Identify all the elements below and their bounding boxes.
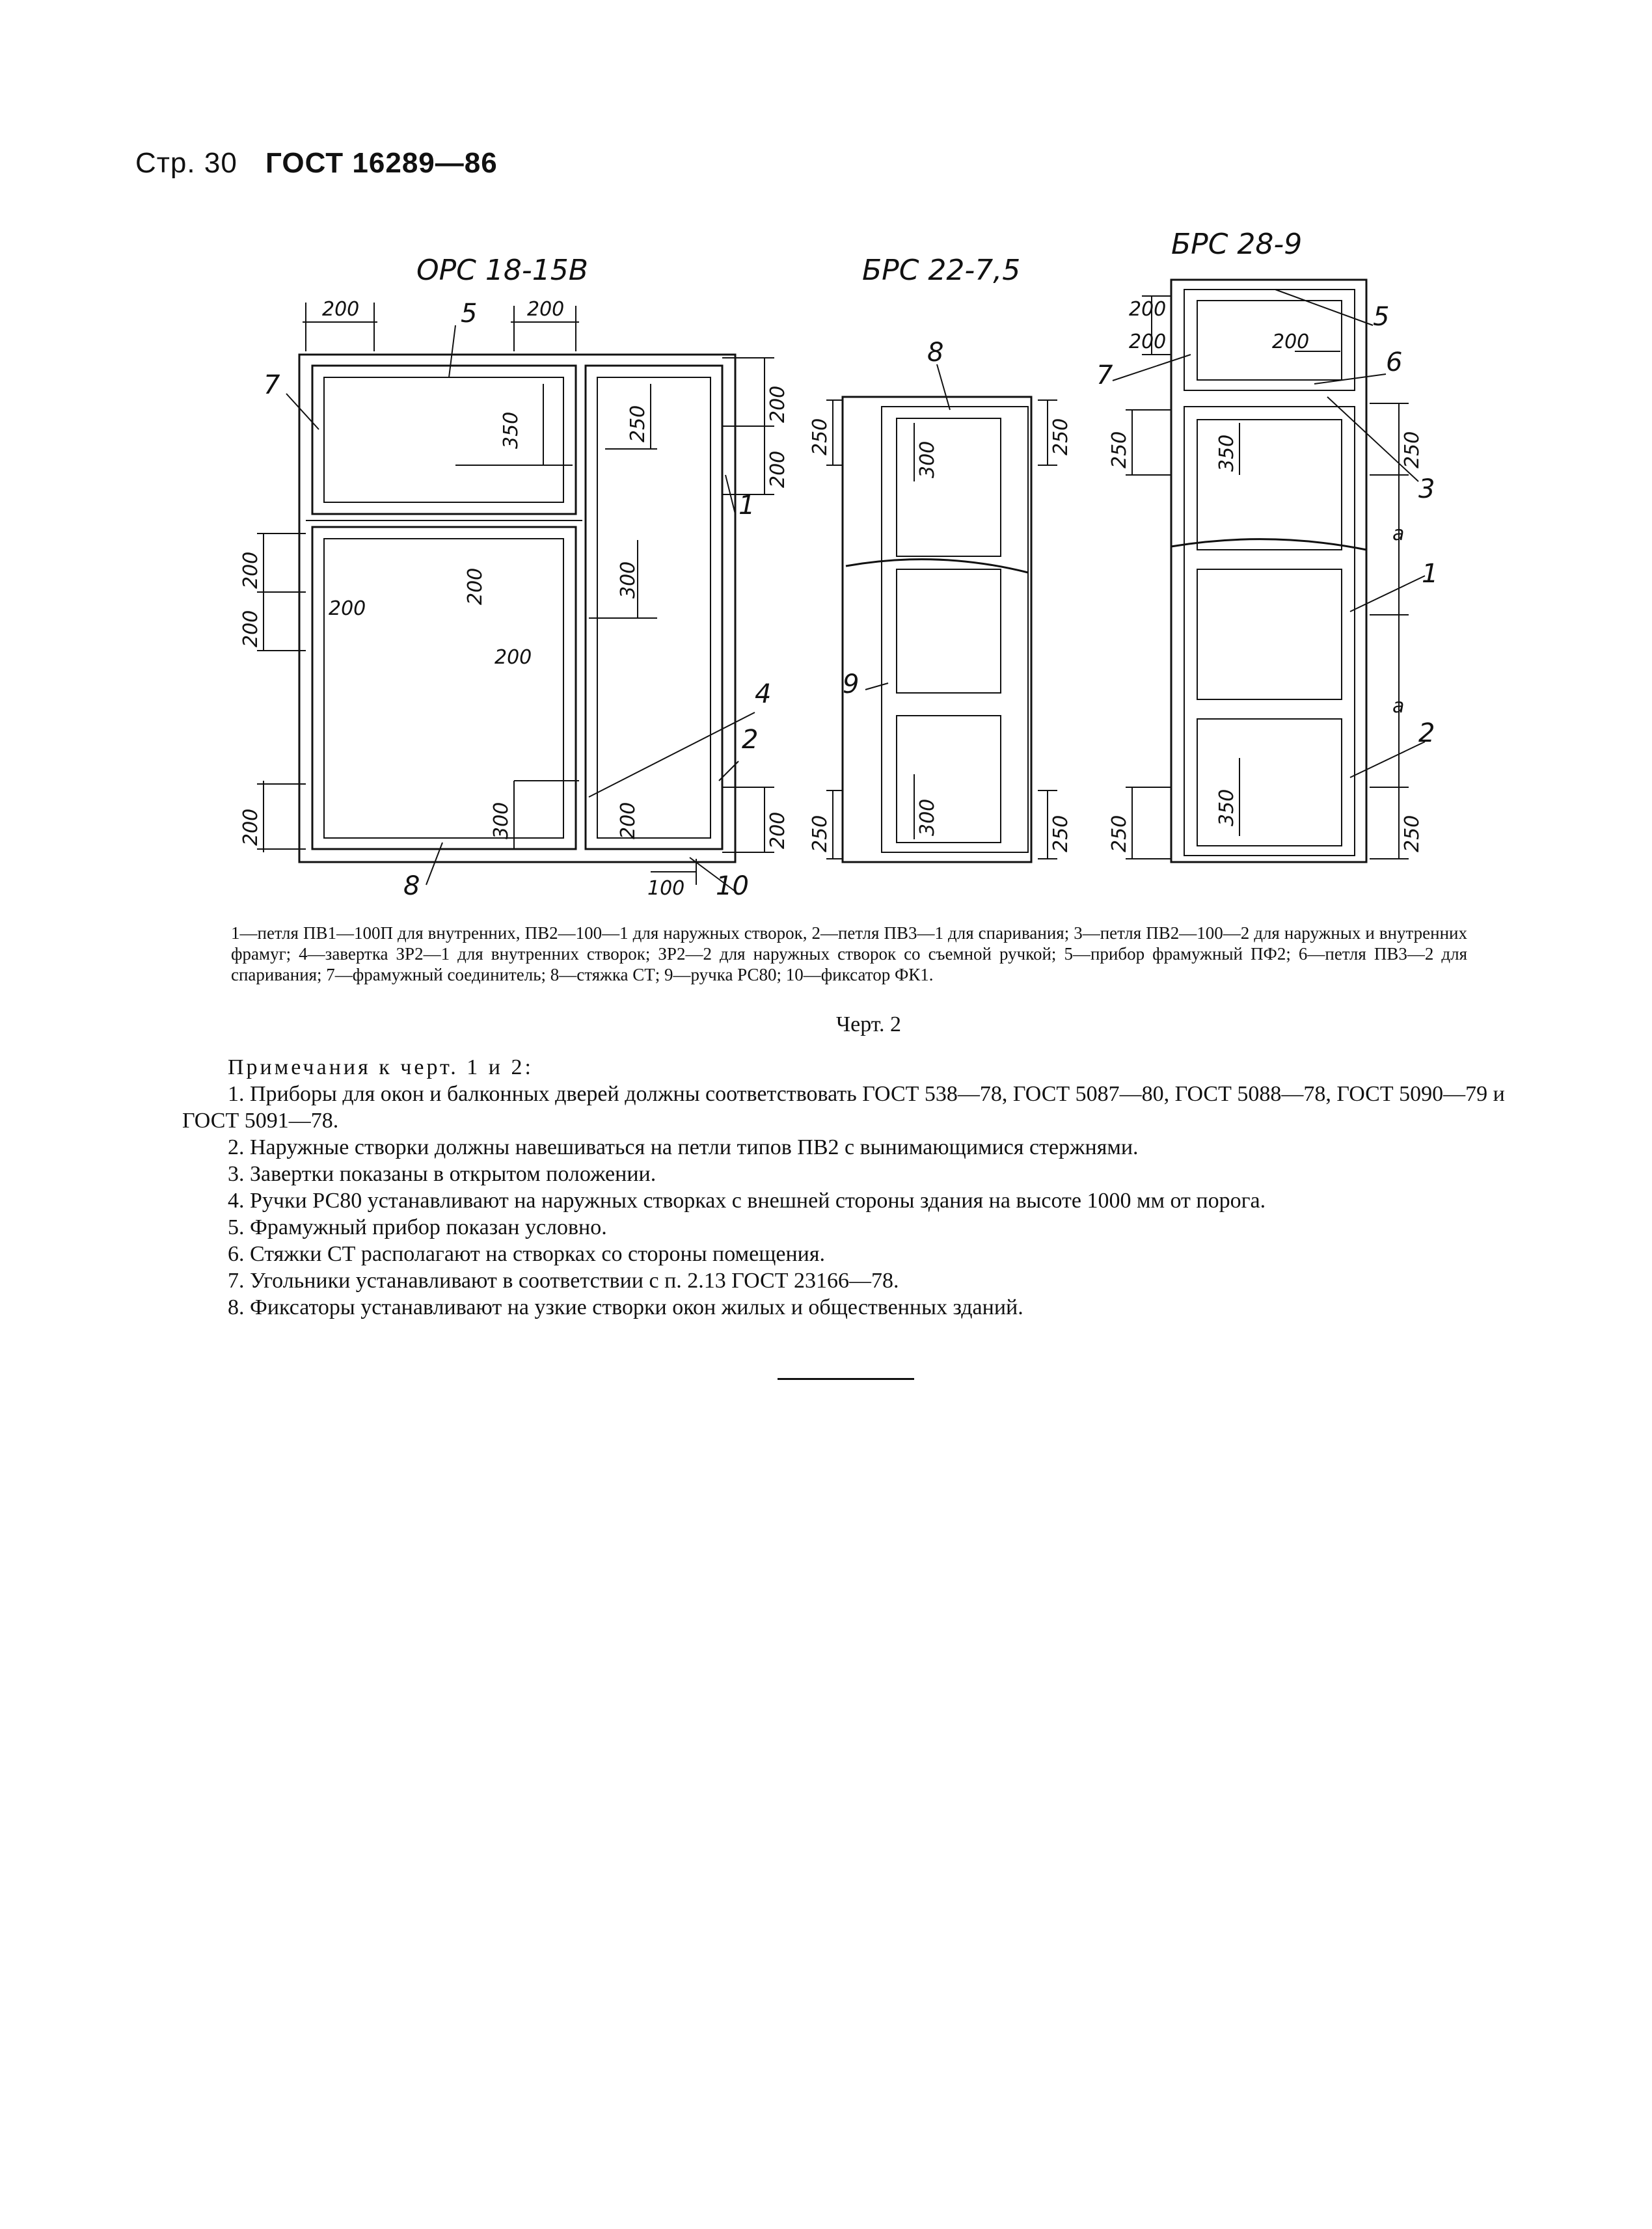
dim-label: 200 bbox=[527, 298, 564, 321]
dim-label: 200 bbox=[617, 802, 640, 839]
dim-label: 100 bbox=[647, 877, 684, 900]
dim-label: а bbox=[1392, 522, 1404, 545]
callout-8: 8 bbox=[927, 338, 943, 368]
notes-heading: Примечания к черт. 1 и 2: bbox=[228, 1055, 534, 1079]
dim-label: 250 bbox=[809, 815, 832, 852]
callout-1: 1 bbox=[738, 491, 755, 520]
dim-label: 200 bbox=[239, 610, 262, 647]
standard-number: ГОСТ 16289—86 bbox=[265, 147, 498, 179]
dim-label: 200 bbox=[322, 298, 359, 321]
dim-label: 350 bbox=[1215, 435, 1238, 472]
note-item: 1. Приборы для окон и балконных дверей д… bbox=[182, 1082, 1505, 1133]
callout-8: 8 bbox=[403, 871, 420, 901]
figure-caption: Черт. 2 bbox=[836, 1012, 902, 1036]
note-item: 3. Завертки показаны в открытом положени… bbox=[228, 1162, 657, 1186]
dim-label: 200 bbox=[239, 809, 262, 846]
dim-label: 200 bbox=[1129, 298, 1166, 321]
dim-label: 200 bbox=[329, 597, 366, 620]
dim-label: 250 bbox=[1049, 418, 1072, 455]
callout-2: 2 bbox=[742, 725, 758, 755]
drawing-title-right: БРС 28-9 bbox=[1171, 228, 1302, 261]
dim-label: 350 bbox=[1215, 789, 1238, 826]
dim-label: 300 bbox=[916, 441, 939, 478]
drawing-brs-door-2 bbox=[1112, 278, 1426, 863]
legend-text: 1—петля ПВ1—100П для внутренних, ПВ2—100… bbox=[231, 923, 1467, 984]
dim-label: 300 bbox=[916, 799, 939, 836]
callout-6: 6 bbox=[1386, 347, 1402, 377]
drawing-title-left: ОРС 18-15В bbox=[416, 254, 588, 287]
callout-5: 5 bbox=[1373, 302, 1389, 332]
callout-4: 4 bbox=[755, 679, 771, 709]
dim-label: 250 bbox=[1401, 431, 1424, 468]
callout-1: 1 bbox=[1422, 559, 1438, 589]
dim-label: 250 bbox=[627, 405, 649, 442]
drawing-brs-door-1 bbox=[826, 364, 1057, 863]
dim-label: 200 bbox=[494, 646, 532, 669]
callout-3: 3 bbox=[1418, 474, 1435, 504]
dim-label: 200 bbox=[766, 386, 789, 423]
dim-label: 200 bbox=[766, 451, 789, 488]
end-rule bbox=[778, 1378, 914, 1380]
callout-9: 9 bbox=[843, 669, 859, 699]
drawing-ors-window bbox=[257, 303, 774, 892]
notes-section: Примечания к черт. 1 и 2: 1. Приборы для… bbox=[182, 1054, 1516, 1321]
note-item: 8. Фиксаторы устанавливают на узкие ство… bbox=[228, 1295, 1023, 1319]
note-item: 5. Фрамужный прибор показан условно. bbox=[228, 1215, 607, 1239]
dim-label: 250 bbox=[1108, 431, 1131, 468]
dim-label: 300 bbox=[490, 802, 513, 839]
note-item: 4. Ручки РС80 устанавливают на наружных … bbox=[228, 1189, 1266, 1213]
dim-label: 300 bbox=[617, 561, 640, 599]
dim-label: 250 bbox=[1049, 815, 1072, 852]
note-item: 7. Угольники устанавливают в соответстви… bbox=[228, 1269, 899, 1293]
page-header: Стр. 30 ГОСТ 16289—86 bbox=[135, 147, 498, 180]
dim-label: 250 bbox=[809, 418, 832, 455]
technical-drawing: ОРС 18-15В БРС 22-7,5 БРС 28-9 200 200 2… bbox=[239, 228, 1438, 901]
drawing-title-middle: БРС 22-7,5 bbox=[862, 254, 1020, 287]
page-number: Стр. 30 bbox=[135, 147, 237, 179]
callout-10: 10 bbox=[716, 871, 749, 901]
callout-5: 5 bbox=[461, 299, 477, 329]
figure-legend: 1—петля ПВ1—100П для внутренних, ПВ2—100… bbox=[231, 923, 1467, 985]
callout-2: 2 bbox=[1418, 718, 1435, 748]
note-item: 2. Наружные створки должны навешиваться … bbox=[228, 1135, 1139, 1159]
dim-label: а bbox=[1392, 695, 1404, 718]
dim-label: 350 bbox=[500, 412, 522, 449]
dim-label: 200 bbox=[766, 812, 789, 849]
dim-label: 200 bbox=[1129, 331, 1166, 353]
callout-7: 7 bbox=[264, 370, 280, 400]
dim-label: 200 bbox=[239, 552, 262, 589]
dim-label: 250 bbox=[1108, 815, 1131, 852]
callout-7: 7 bbox=[1096, 360, 1113, 390]
dim-label: 200 bbox=[1272, 331, 1309, 353]
dim-label: 250 bbox=[1401, 815, 1424, 852]
dim-label: 200 bbox=[464, 568, 487, 605]
note-item: 6. Стяжки СТ располагают на створках со … bbox=[228, 1242, 825, 1266]
